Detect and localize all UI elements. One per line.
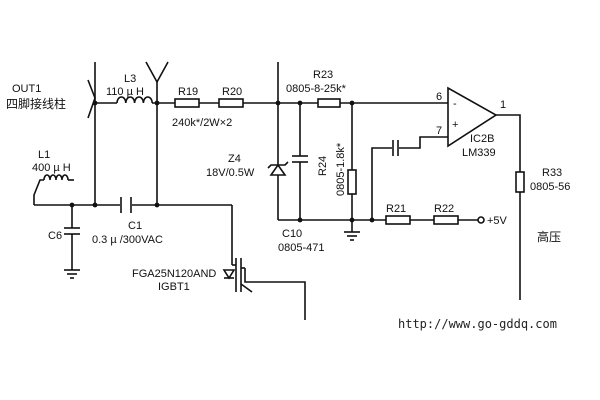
inductor-l3 <box>116 96 153 104</box>
l3-label: L3 <box>124 73 136 85</box>
r22-label: R22 <box>434 203 454 215</box>
vcc-label: +5V <box>487 215 508 227</box>
c10-label: C10 <box>282 228 302 240</box>
r24-label: R24 <box>317 156 329 176</box>
resistor-r19 <box>174 98 200 108</box>
igbt-part-label: FGA25N120AND <box>132 268 216 280</box>
r19-label: R19 <box>178 86 198 98</box>
c1-value-label: 0.3 µ /300VAC <box>92 234 163 246</box>
out1-label: OUT1 <box>12 83 41 95</box>
vcc-terminal <box>477 216 485 224</box>
output-wire <box>496 114 521 172</box>
r33-label: R33 <box>542 167 562 179</box>
igbt-collector-wire <box>244 268 306 320</box>
pin6-label: 6 <box>436 91 442 103</box>
zener-diode-z4 <box>267 161 289 176</box>
wire <box>33 179 44 205</box>
l1-label: L1 <box>38 149 50 161</box>
out1-terminal <box>87 79 96 119</box>
pin7-label: 7 <box>436 125 442 137</box>
ground-icon <box>64 269 80 279</box>
wires <box>33 62 521 320</box>
watermark-url: http://www.go-gddq.com <box>398 317 557 331</box>
resistor-r22 <box>433 215 459 225</box>
capacitor-c1 <box>120 197 132 213</box>
feedback-capacitor <box>392 140 399 156</box>
r23-label: R23 <box>313 69 333 81</box>
out1-desc-label: 四脚接线柱 <box>6 96 66 111</box>
resistor-r20 <box>218 98 244 108</box>
c1-label: C1 <box>128 220 142 232</box>
high-voltage-label: 高压 <box>537 229 561 244</box>
feedback-wire <box>399 136 448 149</box>
ground-icon <box>344 231 360 241</box>
comparator-ic2b <box>447 86 498 148</box>
r23-value-label: 0805-8-25k* <box>286 83 347 95</box>
r20-label: R20 <box>222 86 242 98</box>
r21-label: R21 <box>386 203 406 215</box>
r24-value-label: 0805-1.8k* <box>335 142 347 196</box>
c10-value-label: 0805-471 <box>278 242 325 254</box>
inductor-l1 <box>43 174 69 181</box>
capacitor-c10 <box>292 155 308 163</box>
igbt-label: IGBT1 <box>158 281 190 293</box>
antenna-icon <box>145 61 169 84</box>
z4-label: Z4 <box>228 153 241 165</box>
resistor-r33 <box>515 171 525 193</box>
igbt1-transistor <box>222 258 253 293</box>
r33-value-label: 0805-56 <box>530 181 570 193</box>
capacitor-c6 <box>64 227 80 235</box>
l1-value-label: 400 µ H <box>32 162 71 174</box>
l3-value-label: 110 µ H <box>106 86 144 98</box>
ic-label: IC2B <box>470 133 494 145</box>
junction-dots <box>69 100 375 223</box>
plus-sign: + <box>452 119 458 131</box>
resistor-r21 <box>385 215 411 225</box>
minus-sign: - <box>453 98 457 110</box>
ic-value-label: LM339 <box>462 147 496 159</box>
resistor-r23 <box>317 98 341 108</box>
resistor-r24 <box>347 169 357 195</box>
feedback-wire <box>371 147 392 220</box>
z4-value-label: 18V/0.5W <box>206 167 255 179</box>
pin1-label: 1 <box>500 99 506 111</box>
c6-label: C6 <box>48 230 62 242</box>
r19-r20-value-label: 240k*/2W×2 <box>172 117 232 129</box>
